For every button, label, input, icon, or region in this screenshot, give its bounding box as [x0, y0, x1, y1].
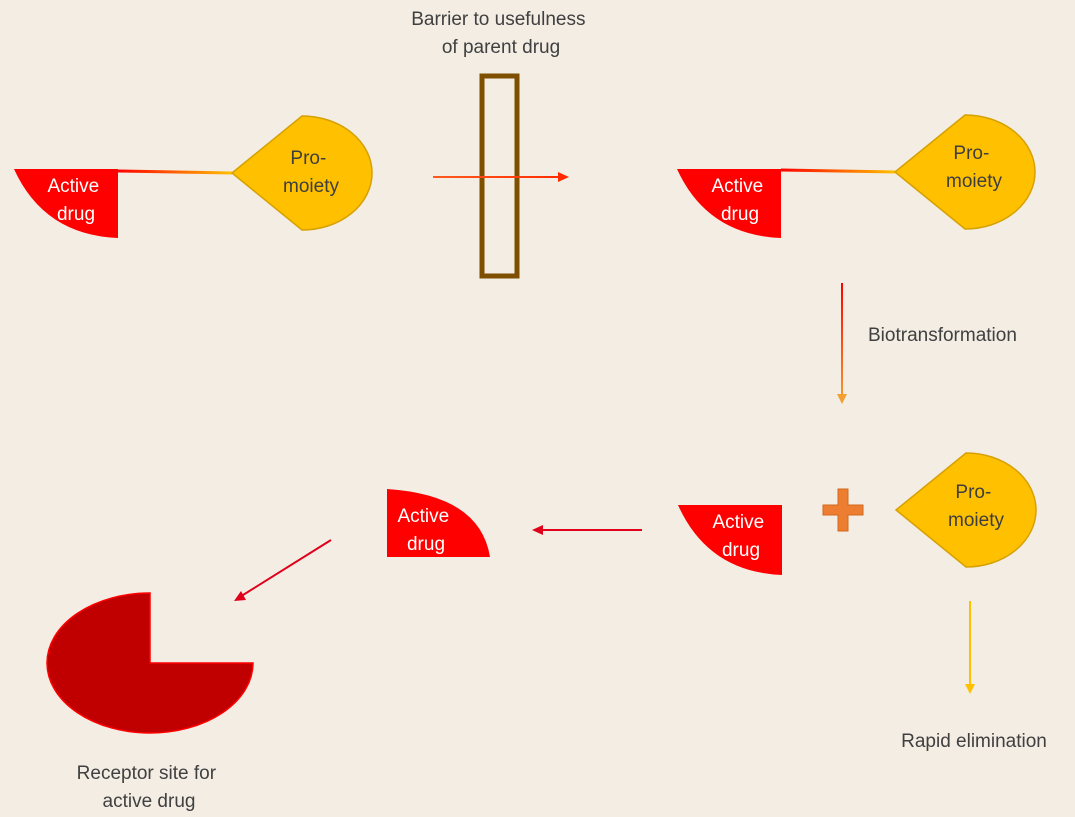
promoiety-label: Pro- moiety	[283, 148, 339, 197]
receptor-site-shape	[46, 592, 254, 734]
released-active-drug: Active drug	[387, 489, 490, 557]
active-drug-shape	[14, 169, 118, 238]
prodrug-right: Active drug Pro- moiety	[677, 114, 1036, 238]
linker-bond	[780, 168, 896, 174]
cleaved-promoiety: Pro- moiety	[894, 452, 1037, 568]
barrier-label: Barrier to usefulness of parent drug	[411, 9, 591, 58]
binding-arrowhead	[234, 591, 246, 601]
rapid-elimination-label: Rapid elimination	[901, 731, 1047, 752]
promoiety-shape	[894, 452, 1037, 568]
elimination-arrowhead	[965, 684, 975, 694]
barrier-label-line-1: Barrier to usefulness	[411, 9, 585, 30]
promoiety-label: Pro- moiety	[946, 143, 1002, 192]
plus-icon	[822, 488, 864, 532]
linker-bond	[117, 169, 233, 175]
release-arrowhead	[532, 525, 543, 535]
cleaved-active-drug: Active drug	[678, 505, 782, 575]
active-drug-label: Active drug	[397, 506, 454, 555]
active-drug-shape	[387, 489, 490, 557]
prodrug-left: Active drug Pro- moiety	[14, 115, 373, 238]
active-drug-label: Active drug	[47, 176, 104, 225]
active-drug-shape	[677, 169, 781, 238]
biotransformation-label: Biotransformation	[868, 325, 1017, 346]
receptor-label: Receptor site for active drug	[77, 763, 222, 812]
promoiety-label: Pro- moiety	[948, 482, 1004, 531]
active-drug-label: Active drug	[712, 512, 769, 561]
active-drug-shape	[678, 505, 782, 575]
promoiety-shape	[230, 115, 373, 231]
binding-arrow	[242, 539, 332, 596]
biotransformation-arrowhead	[837, 394, 847, 404]
barrier-label-line-2: of parent drug	[442, 37, 560, 58]
promoiety-shape	[893, 114, 1036, 230]
active-drug-label: Active drug	[711, 176, 768, 225]
barrier-arrowhead	[558, 172, 569, 182]
